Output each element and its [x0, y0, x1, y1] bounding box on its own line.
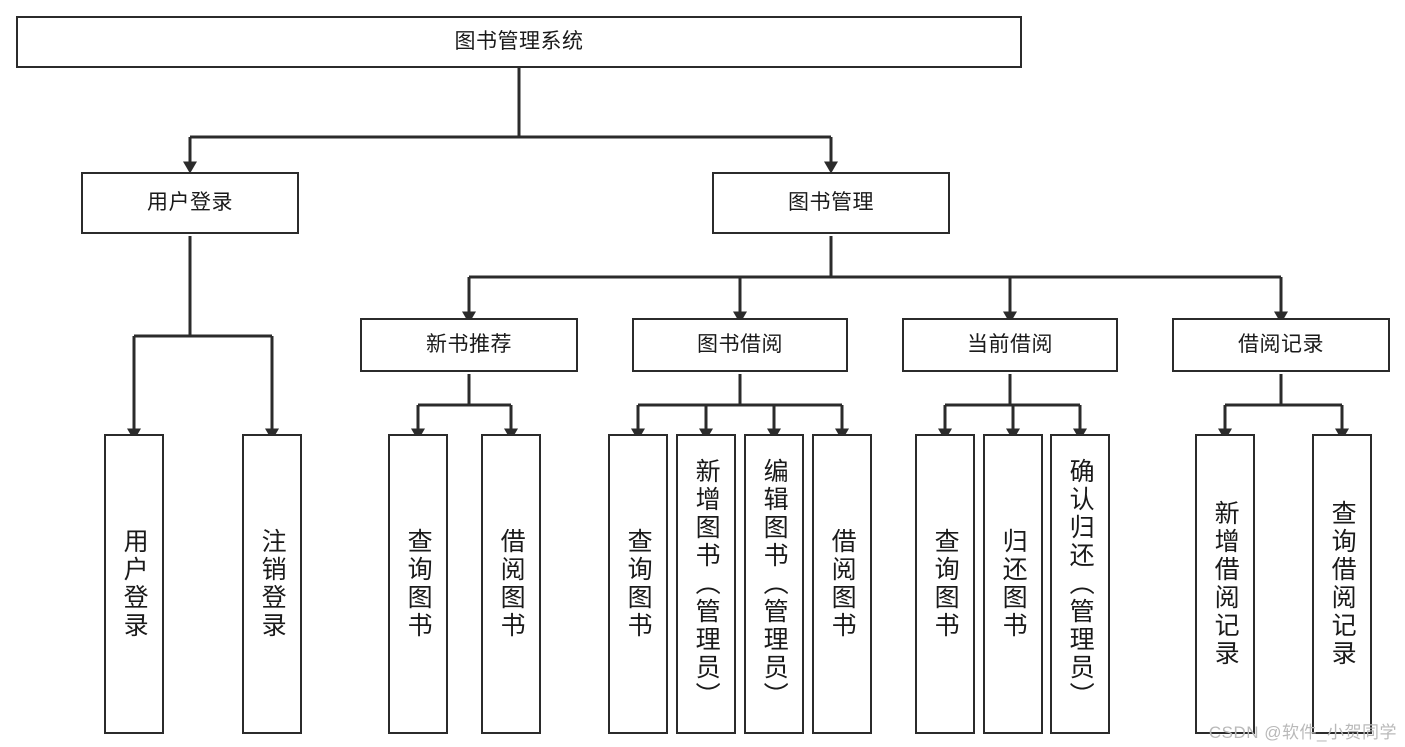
node-user-login[interactable]: 用户登录 — [81, 172, 299, 234]
node-leaf-confirm-return[interactable]: 确认归还（管理员） — [1050, 434, 1110, 734]
node-leaf-query-book-2-label: 查询图书 — [624, 528, 653, 640]
node-leaf-edit-book[interactable]: 编辑图书（管理员） — [744, 434, 804, 734]
node-current-borrow-label: 当前借阅 — [967, 332, 1053, 356]
node-new-book-rec[interactable]: 新书推荐 — [360, 318, 578, 372]
node-leaf-borrow-book-2-label: 借阅图书 — [828, 528, 857, 640]
node-current-borrow[interactable]: 当前借阅 — [902, 318, 1118, 372]
node-book-borrow[interactable]: 图书借阅 — [632, 318, 848, 372]
csdn-watermark: CSDN @软件_小贺同学 — [1208, 723, 1397, 742]
node-leaf-query-book-3-label: 查询图书 — [931, 528, 960, 640]
node-leaf-query-book-1-label: 查询图书 — [404, 528, 433, 640]
node-leaf-user-login[interactable]: 用户登录 — [104, 434, 164, 734]
node-leaf-logout-login-label: 注销登录 — [258, 528, 287, 640]
node-root-label: 图书管理系统 — [454, 29, 584, 53]
node-leaf-query-record-label: 查询借阅记录 — [1328, 500, 1357, 668]
node-book-borrow-label: 图书借阅 — [697, 332, 783, 356]
node-leaf-query-book-2[interactable]: 查询图书 — [608, 434, 668, 734]
node-leaf-logout-login[interactable]: 注销登录 — [242, 434, 302, 734]
node-new-book-rec-label: 新书推荐 — [426, 332, 512, 356]
node-leaf-return-book[interactable]: 归还图书 — [983, 434, 1043, 734]
node-leaf-query-book-3[interactable]: 查询图书 — [915, 434, 975, 734]
node-user-login-label: 用户登录 — [147, 190, 233, 214]
node-leaf-borrow-book-1[interactable]: 借阅图书 — [481, 434, 541, 734]
node-borrow-record[interactable]: 借阅记录 — [1172, 318, 1390, 372]
node-leaf-add-record[interactable]: 新增借阅记录 — [1195, 434, 1255, 734]
node-book-manage-label: 图书管理 — [788, 190, 874, 214]
node-leaf-query-book-1[interactable]: 查询图书 — [388, 434, 448, 734]
node-leaf-user-login-label: 用户登录 — [120, 528, 149, 640]
node-leaf-edit-book-label: 编辑图书（管理员） — [760, 458, 789, 710]
node-root[interactable]: 图书管理系统 — [16, 16, 1022, 68]
node-leaf-add-record-label: 新增借阅记录 — [1211, 500, 1240, 668]
node-book-manage[interactable]: 图书管理 — [712, 172, 950, 234]
node-leaf-add-book[interactable]: 新增图书（管理员） — [676, 434, 736, 734]
node-borrow-record-label: 借阅记录 — [1238, 332, 1324, 356]
node-leaf-return-book-label: 归还图书 — [999, 528, 1028, 640]
node-leaf-add-book-label: 新增图书（管理员） — [692, 458, 721, 710]
node-leaf-query-record[interactable]: 查询借阅记录 — [1312, 434, 1372, 734]
node-leaf-borrow-book-2[interactable]: 借阅图书 — [812, 434, 872, 734]
node-leaf-confirm-return-label: 确认归还（管理员） — [1066, 458, 1095, 710]
node-leaf-borrow-book-1-label: 借阅图书 — [497, 528, 526, 640]
